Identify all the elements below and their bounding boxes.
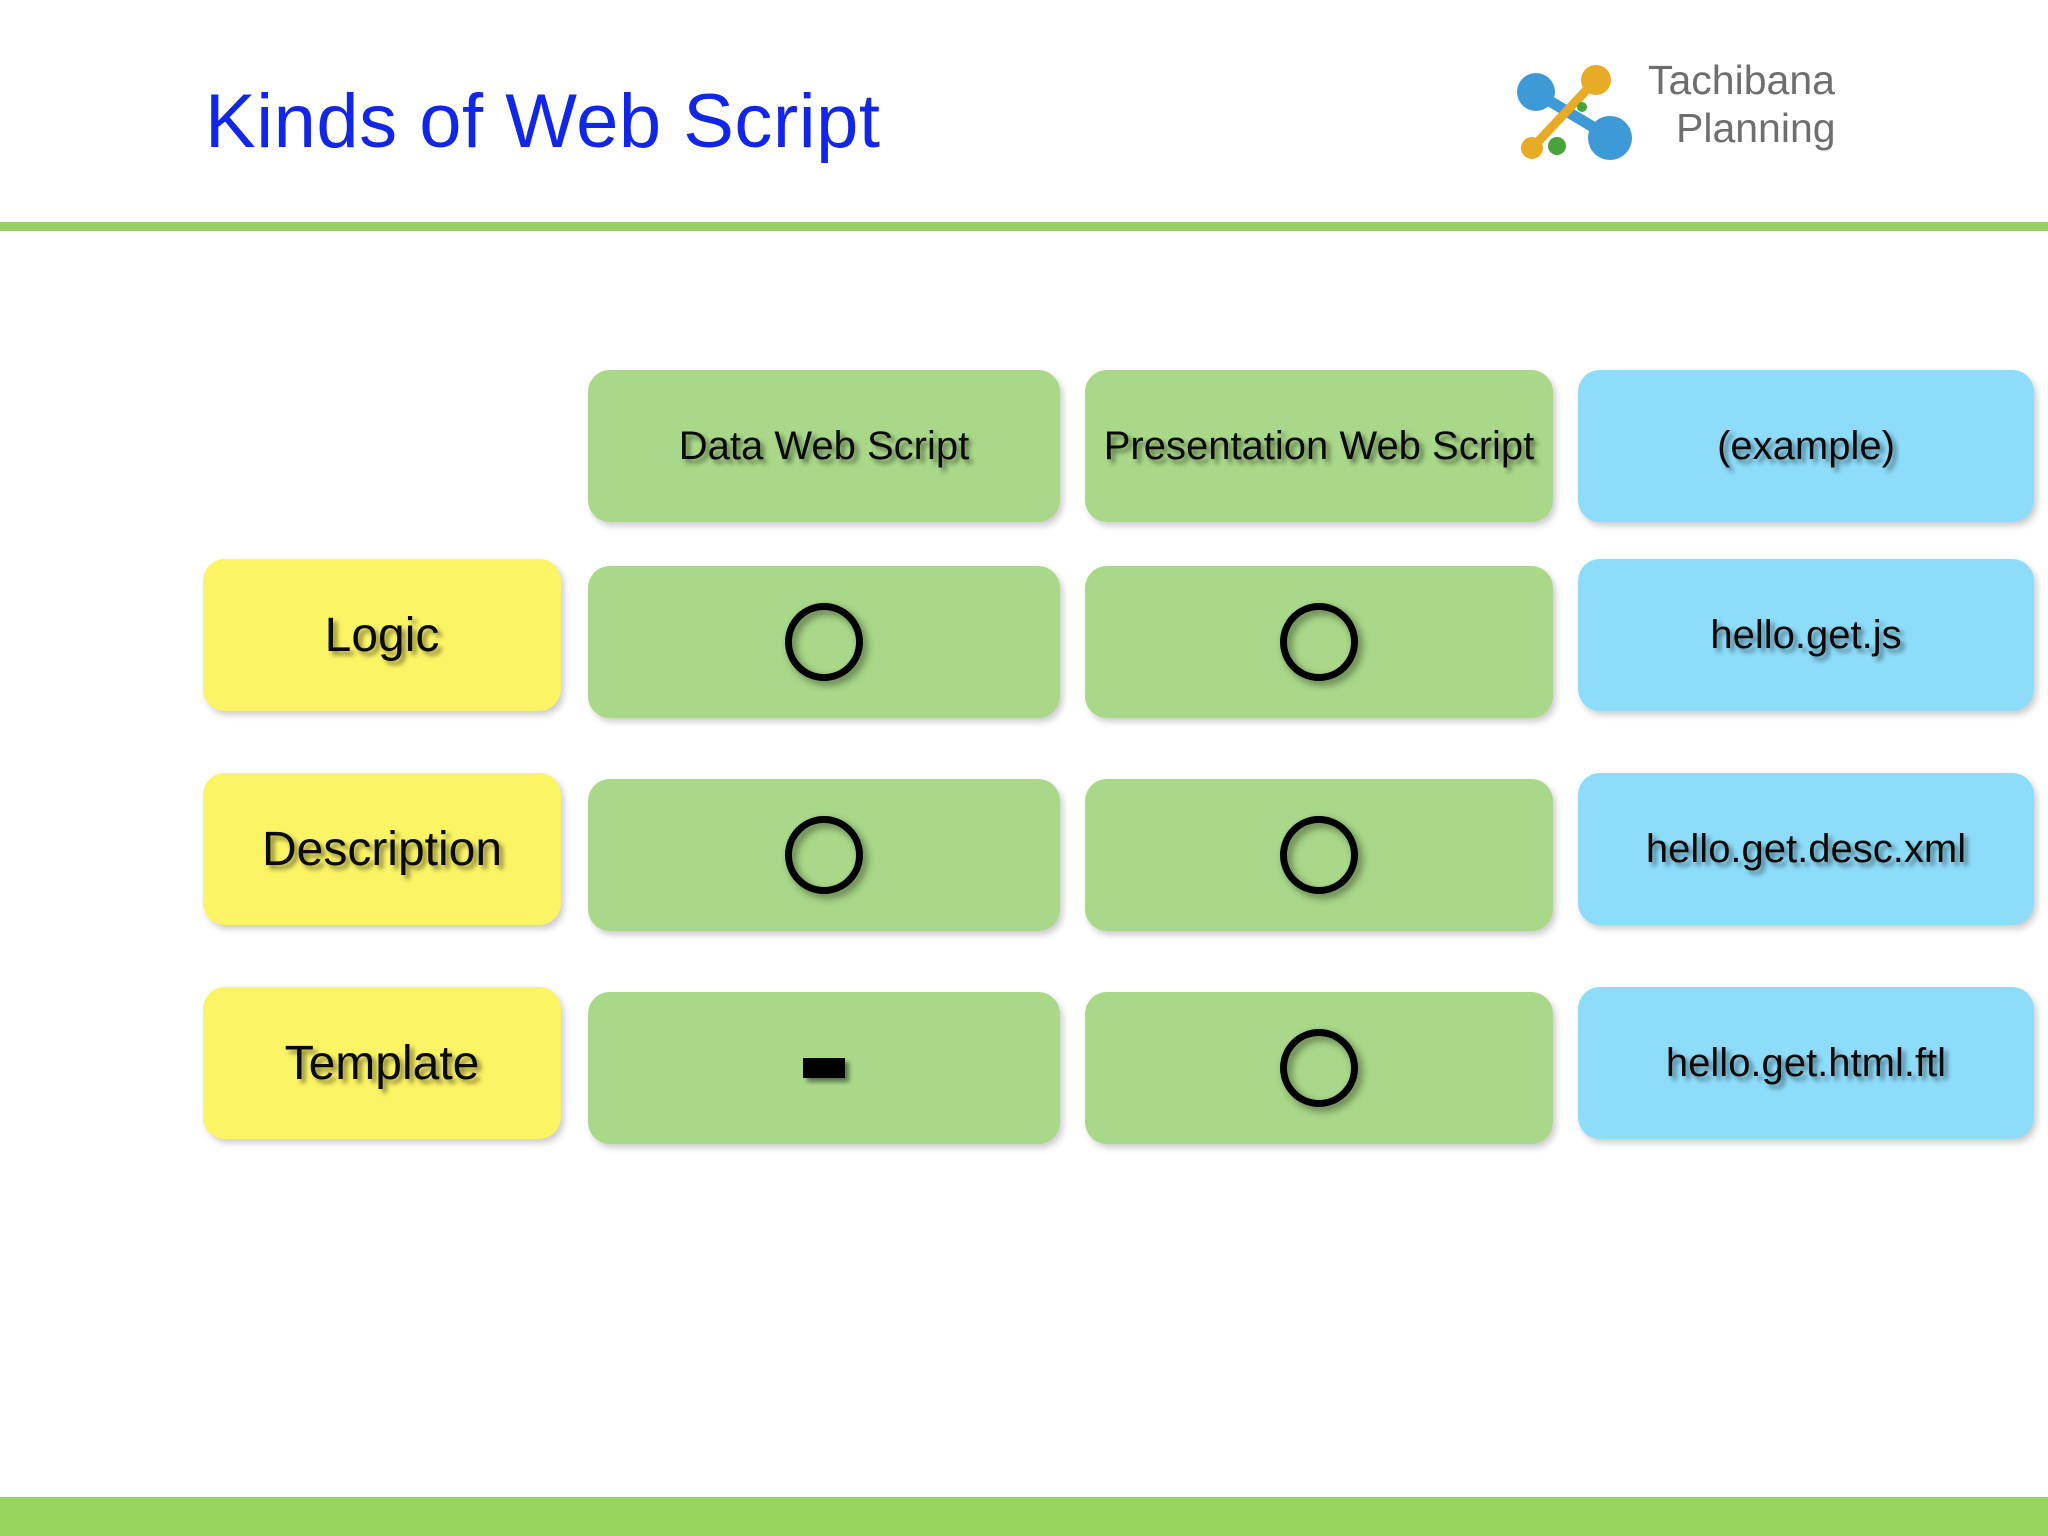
cell-template-data-web-script [588, 992, 1060, 1144]
column-header-label: Presentation Web Script [1103, 423, 1535, 468]
logo-line-1: Tachibana [1648, 57, 1835, 103]
column-header-label: Data Web Script [678, 423, 970, 468]
cell-logic-data-web-script [588, 566, 1060, 718]
tachibana-network-mark-icon [1517, 65, 1632, 160]
dash-marker-icon [803, 1058, 845, 1078]
column-header-label: (example) [1717, 423, 1895, 468]
row-label-text: Logic [324, 608, 440, 662]
cell-template-example: hello.get.html.ftl [1578, 987, 2034, 1139]
cell-description-example: hello.get.desc.xml [1578, 773, 2034, 925]
company-logo: Tachibana Planning [1512, 52, 1912, 164]
example-filename: hello.get.js [1710, 612, 1902, 657]
cell-description-presentation-web-script [1085, 779, 1553, 931]
logo-line-2: Planning [1676, 105, 1836, 151]
header-divider [0, 222, 2048, 231]
cell-description-data-web-script [588, 779, 1060, 931]
column-header-example: (example) [1578, 370, 2034, 522]
cell-logic-presentation-web-script [1085, 566, 1553, 718]
row-label-text: Description [261, 822, 503, 876]
circle-marker-icon [1280, 1029, 1358, 1107]
example-filename: hello.get.html.ftl [1665, 1040, 1947, 1085]
row-label-logic: Logic [203, 559, 561, 711]
page-title: Kinds of Web Script [205, 79, 881, 164]
circle-marker-icon [785, 603, 863, 681]
row-label-text: Template [284, 1036, 480, 1090]
cell-template-presentation-web-script [1085, 992, 1553, 1144]
column-header-data-web-script: Data Web Script [588, 370, 1060, 522]
example-filename: hello.get.desc.xml [1645, 826, 1967, 871]
row-label-template: Template [203, 987, 561, 1139]
circle-marker-icon [1280, 816, 1358, 894]
circle-marker-icon [1280, 603, 1358, 681]
cell-logic-example: hello.get.js [1578, 559, 2034, 711]
circle-marker-icon [785, 816, 863, 894]
footer-bar [0, 1497, 2048, 1536]
column-header-presentation-web-script: Presentation Web Script [1085, 370, 1553, 522]
row-label-description: Description [203, 773, 561, 925]
logo-wordmark: Tachibana Planning [1648, 56, 1908, 152]
